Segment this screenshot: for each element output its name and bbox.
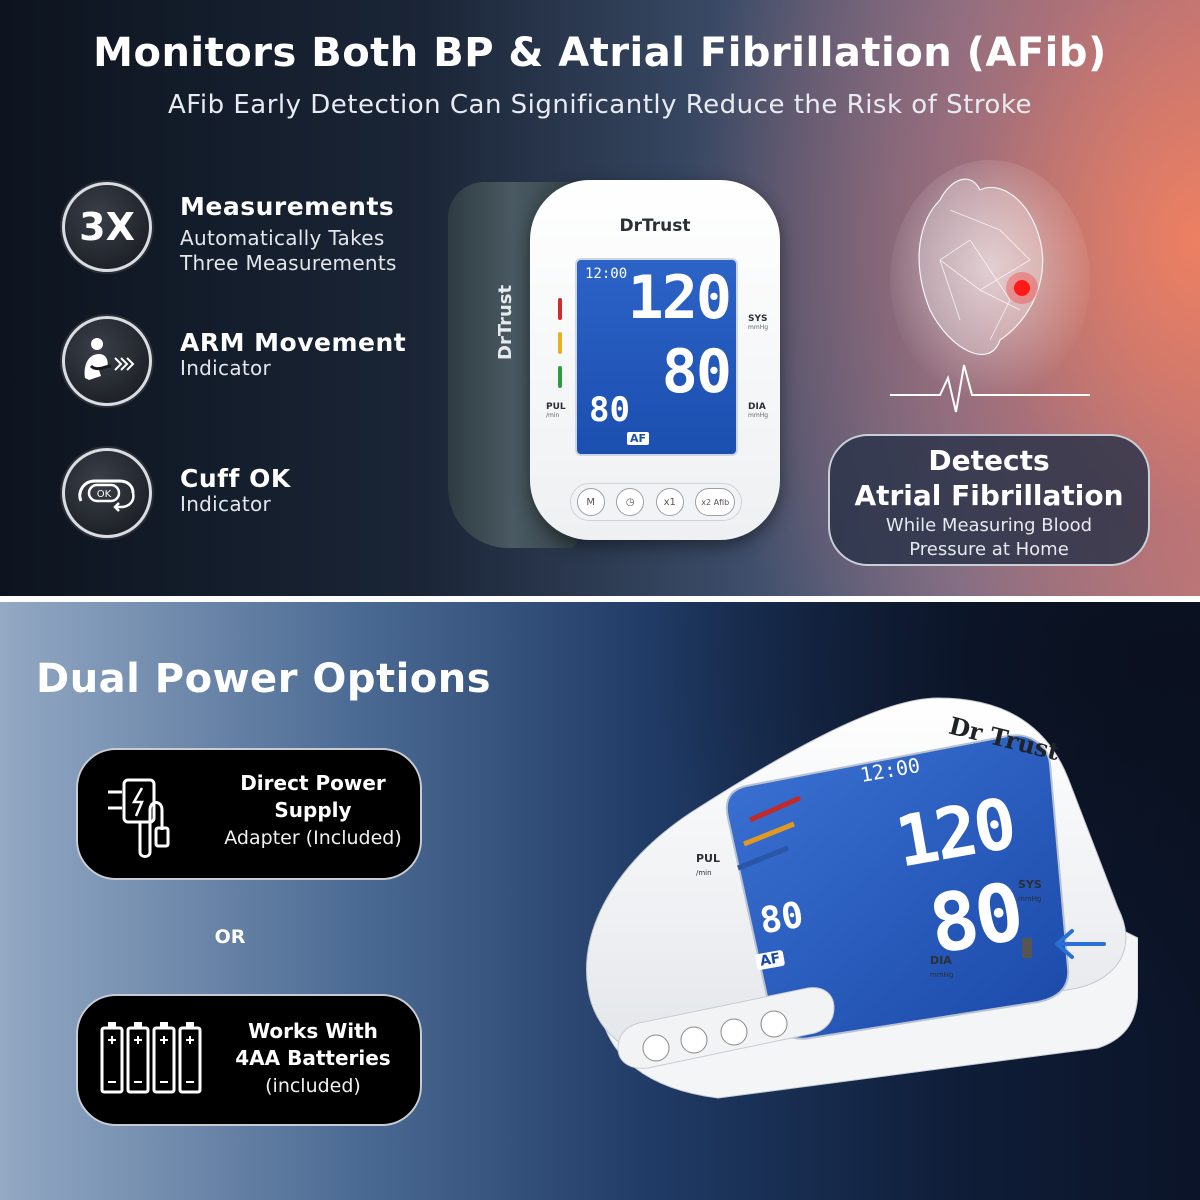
- port-arrow-icon: [1055, 929, 1106, 959]
- feature-measurements: 3X Measurements Automatically Takes Thre…: [62, 182, 462, 276]
- lcd-systolic: 120: [627, 263, 732, 333]
- 3x-badge-icon: 3X: [62, 182, 152, 272]
- power-adapter-icon: [100, 770, 210, 860]
- svg-text:OK: OK: [97, 489, 112, 500]
- device-brand: DrTrust: [619, 216, 691, 236]
- lcd-af-indicator: AF: [627, 432, 650, 445]
- power-supply-sub: Adapter (Included): [224, 827, 402, 849]
- risk-indicator-lights: [558, 298, 562, 400]
- lcd-pulse: 80: [756, 894, 807, 943]
- lcd-pulse: 80: [589, 390, 630, 430]
- bp-monitor-device-large: Dr Trust 12:00 120 80 80 AF SYS mmHg DIA…: [578, 688, 1139, 1108]
- batteries-icon: [100, 1016, 210, 1106]
- cuff-ok-icon: OK: [62, 448, 152, 538]
- bp-monitor-device: DrTrust 12:00 120 80 80 AF SYS mmHg DIA …: [530, 180, 780, 540]
- wireframe-heart-icon: [880, 140, 1100, 430]
- battery-title: Works With 4AA Batteries: [235, 1019, 391, 1070]
- power-supply-card: Direct Power Supply Adapter (Included): [76, 748, 422, 880]
- dia-label: DIA mmHg: [930, 954, 954, 979]
- detect-line2: Atrial Fibrillation: [854, 479, 1124, 512]
- feature-title: ARM Movement: [180, 328, 407, 357]
- detect-line3: While Measuring Blood Pressure at Home: [885, 515, 1093, 560]
- triple-afib-button[interactable]: x2 Afib: [695, 488, 736, 516]
- power-supply-text: Direct Power Supply Adapter (Included): [208, 770, 418, 852]
- lcd-diastolic: 80: [661, 337, 732, 407]
- feature-cuff-ok: OK Cuff OK Indicator: [62, 448, 462, 542]
- afib-detect-card: Detects Atrial Fibrillation While Measur…: [828, 434, 1150, 566]
- feature-arm-movement: ARM Movement Indicator: [62, 316, 462, 410]
- or-separator: OR: [214, 926, 246, 948]
- pul-label: PUL /min: [696, 852, 721, 877]
- lcd-screen: 12:00 120 80 80 AF: [575, 258, 738, 456]
- arm-movement-icon: [62, 316, 152, 406]
- pul-label: PUL /min: [546, 402, 566, 419]
- single-measure-button[interactable]: x1: [655, 488, 684, 516]
- dia-label: DIA mmHg: [748, 402, 769, 419]
- detect-line1: Detects: [928, 444, 1050, 477]
- power-supply-title: Direct Power Supply: [240, 771, 386, 822]
- cuff-brand-label: DrTrust: [495, 284, 516, 360]
- battery-card: Works With 4AA Batteries (included): [76, 994, 422, 1126]
- feature-title: Measurements: [180, 192, 395, 221]
- feature-desc: Automatically Takes Three Measurements: [180, 226, 397, 275]
- feature-title: Cuff OK: [180, 464, 291, 493]
- clock-button[interactable]: ◷: [616, 488, 645, 516]
- device-buttons: M ◷ x1 x2 Afib: [570, 483, 742, 521]
- sys-label: SYS mmHg: [748, 314, 769, 331]
- lcd-time: 12:00: [585, 266, 628, 282]
- power-panel: Dual Power Options Direct Power Supply A…: [0, 602, 1200, 1200]
- panel-title: Monitors Both BP & Atrial Fibrillation (…: [93, 30, 1107, 76]
- sys-label: SYS mmHg: [1018, 878, 1042, 903]
- memory-button[interactable]: M: [576, 488, 605, 516]
- battery-text: Works With 4AA Batteries (included): [208, 1018, 418, 1100]
- feature-desc: Indicator: [180, 492, 272, 516]
- panel-title: Dual Power Options: [36, 656, 492, 702]
- afib-panel: Monitors Both BP & Atrial Fibrillation (…: [0, 0, 1200, 596]
- panel-subtitle: AFib Early Detection Can Significantly R…: [168, 90, 1032, 120]
- feature-desc: Indicator: [180, 356, 272, 380]
- battery-sub: (included): [265, 1075, 361, 1097]
